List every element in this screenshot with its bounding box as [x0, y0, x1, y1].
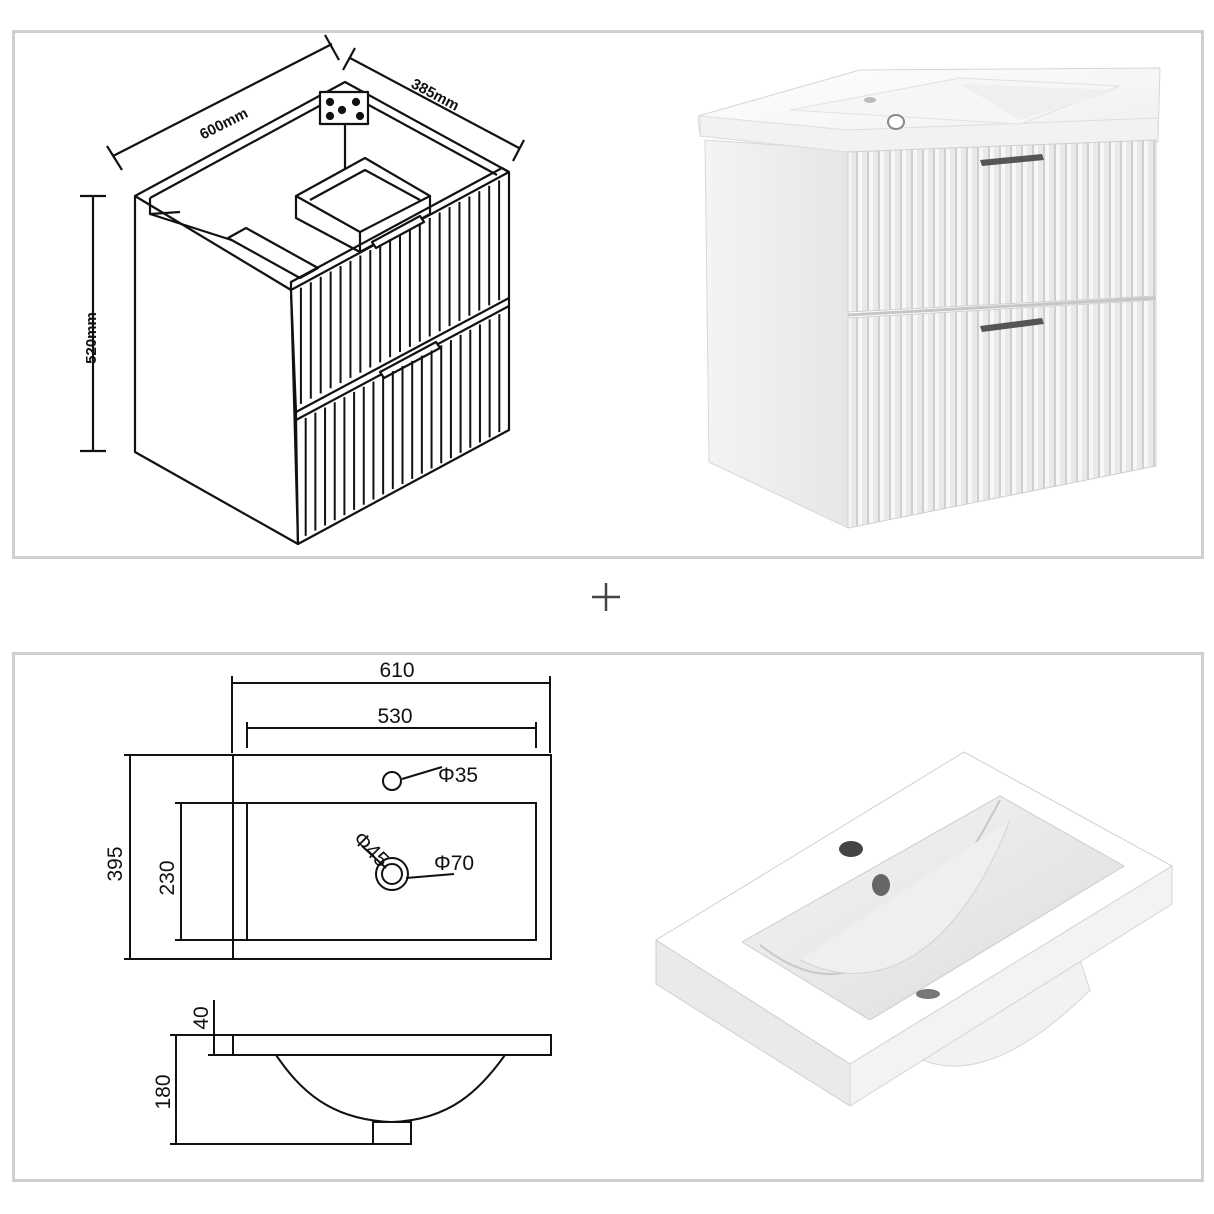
basin-outer-depth-label: 395	[104, 846, 127, 881]
rim-height-label: 40	[190, 1006, 213, 1029]
drain-rim-label: Φ70	[434, 852, 474, 875]
basin-inner-width-label: 530	[377, 705, 412, 728]
basin-outer-width-label: 610	[379, 659, 414, 682]
basin-inner-depth-label: 230	[156, 860, 179, 895]
bowl-height-label: 180	[152, 1074, 175, 1109]
cabinet-height-label: 520mm	[83, 312, 100, 364]
plus-icon	[592, 583, 620, 611]
tap-hole-label: Φ35	[438, 764, 478, 787]
